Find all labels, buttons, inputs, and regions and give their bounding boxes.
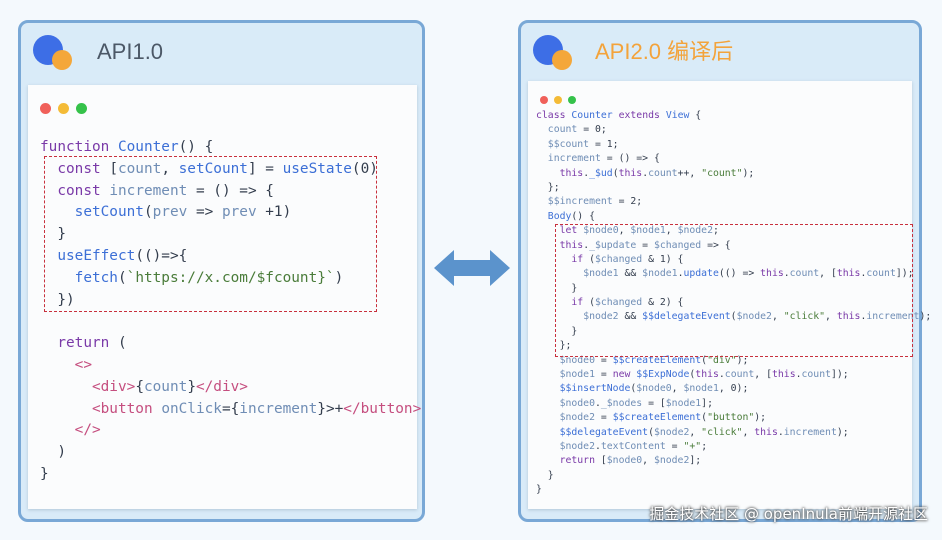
api2-code-line: } (536, 469, 554, 481)
api2-code-line: if ($changed & 1) { (571, 253, 684, 265)
api2-panel: API2.0 编译后 class Counter extends View { … (518, 20, 932, 522)
api1-code-line: useEffect(()=>{ (57, 247, 188, 264)
api2-code-line: $node0._$nodes = [$node1]; (559, 397, 713, 409)
api2-title: API2.0 编译后 (595, 39, 734, 64)
window-close-dot (540, 96, 548, 104)
api2-code-line: increment = () => { (547, 153, 660, 165)
logo-icon (33, 35, 73, 71)
api1-code-line: function Counter() { (40, 139, 214, 155)
api2-highlight-box (555, 224, 913, 357)
window-maximize-dot (76, 103, 87, 114)
api2-code-line: if ($changed & 2) { (571, 297, 684, 309)
api2-code-line: this._$update = $changed => { (559, 239, 731, 251)
window-close-dot (40, 103, 51, 114)
api2-code-line: Body() { (547, 210, 595, 222)
double-arrow-icon (434, 250, 510, 286)
api2-code-line: $$delegateEvent($node2, "click", this.in… (559, 426, 849, 438)
api2-code-line: this._$ud(this.count++, "count"); (559, 167, 755, 179)
api2-code-line: $node2 = $$createElement("button"); (559, 412, 767, 424)
api2-code-line: $$count = 1; (547, 138, 619, 150)
api1-code-line: <button onClick={increment}>+</button> (91, 400, 422, 417)
api2-code-line: $node0 = $$createElement("div"); (559, 354, 749, 366)
api2-code-line: $node1 && $node1.update(() => this.count… (583, 268, 914, 280)
api1-code-card: function Counter() { const [count, setCo… (28, 85, 422, 509)
api2-code-card: class Counter extends View { count = 0; … (528, 81, 932, 509)
api2-code-line: $node2.textContent = "+"; (559, 440, 708, 452)
api2-panel-header: API2.0 编译后 (521, 23, 919, 83)
logo-icon (533, 35, 573, 71)
api2-code-line: } (536, 484, 542, 496)
api2-code-line: return [$node0, $node2]; (559, 455, 702, 467)
api1-highlight-box (44, 156, 377, 312)
api2-code-line: let $node0, $node1, $node2; (559, 225, 719, 237)
api1-code-line: const [count, setCount] = useState(0) (57, 160, 378, 177)
api2-code-line: class Counter extends View { (536, 110, 702, 121)
api1-code-line: <div>{count}</div> (91, 378, 248, 395)
window-minimize-dot (554, 96, 562, 104)
api2-code-line: } (536, 325, 578, 337)
api1-code-line: </> (74, 422, 101, 439)
api2-code-line: $$increment = 2; (547, 196, 643, 208)
api1-code-line: fetch(`https://x.com/$fcount}`) (74, 269, 344, 286)
api1-code-line: const increment = () => { (57, 182, 274, 199)
api1-code-line: <> (74, 356, 92, 373)
api1-code-line (28, 311, 417, 333)
api1-panel-header: API1.0 (21, 23, 422, 83)
api1-code-block: function Counter() { const [count, setCo… (28, 137, 422, 486)
api1-code-line: setCount(prev => prev +1) (74, 204, 292, 221)
api1-title: API1.0 (97, 39, 164, 64)
api2-code-line: } (536, 282, 578, 294)
api1-code-line: }) (40, 291, 75, 308)
api2-code-line: $node2 && $$delegateEvent($node2, "click… (583, 311, 932, 323)
window-maximize-dot (568, 96, 576, 104)
api1-panel: API1.0 function Counter() { const [count… (18, 20, 425, 522)
api1-code-line: } (40, 465, 49, 482)
window-minimize-dot (58, 103, 69, 114)
api2-code-line: }; (536, 181, 560, 193)
api2-code-line: $$insertNode($node0, $node1, 0); (559, 383, 749, 395)
api1-code-line: } (40, 226, 66, 243)
api2-code-block: class Counter extends View { count = 0; … (528, 109, 932, 498)
window-dots-icon (540, 89, 582, 108)
api2-code-line: $node1 = new $$ExpNode(this.count, [this… (559, 369, 849, 381)
api2-code-line: }; (536, 340, 572, 352)
api1-code-line: return ( (57, 335, 127, 352)
api1-code-line: ) (40, 444, 66, 461)
api2-code-line: count = 0; (547, 124, 607, 136)
window-dots-icon (40, 99, 94, 118)
watermark: 掘金技术社区 @ openInula前端开源社区 (649, 505, 928, 523)
